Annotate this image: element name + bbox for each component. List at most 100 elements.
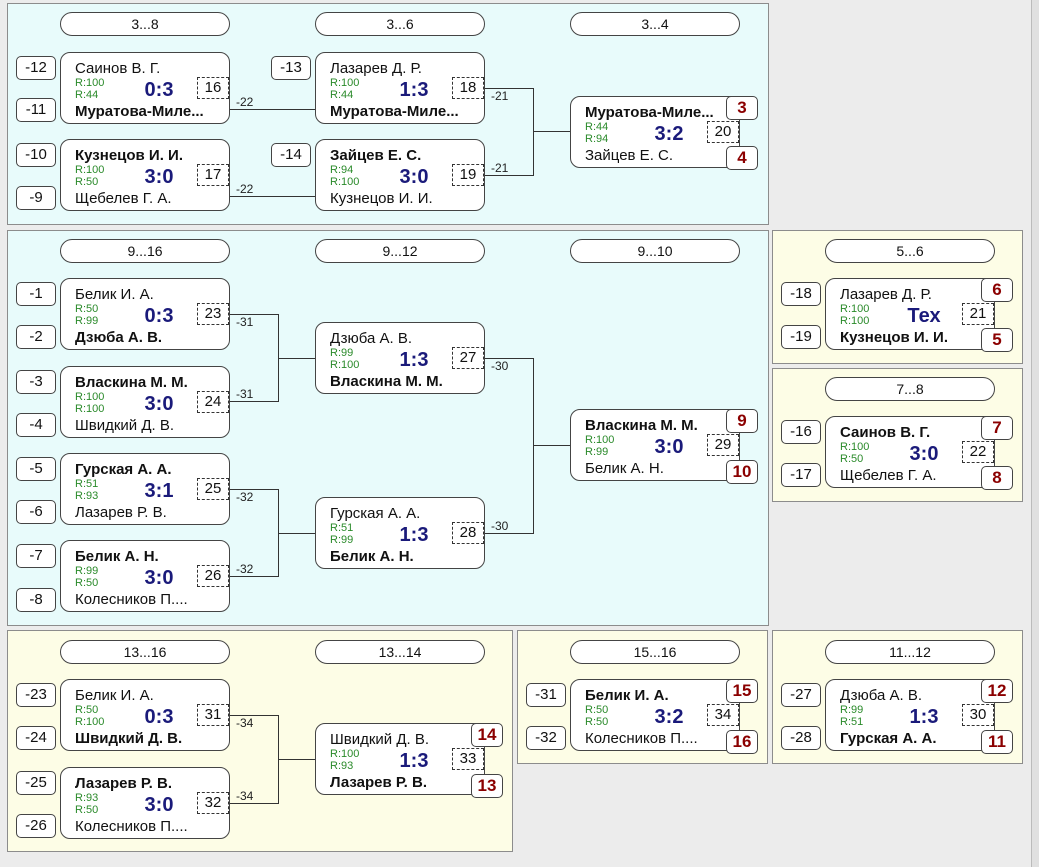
rating-1: R:94 xyxy=(330,164,354,176)
match-number: 25 xyxy=(197,478,229,500)
place-badge: 7 xyxy=(981,416,1013,440)
match-card[interactable]: Дзюба А. В. R:99 R:51 1:3 30 Гурская А. … xyxy=(825,679,995,751)
rating-2: R:44 xyxy=(75,89,99,101)
player-2: Швидкий Д. В. xyxy=(75,730,183,747)
player-1: Саинов В. Г. xyxy=(75,60,161,77)
seed-ref[interactable]: -25 xyxy=(16,771,56,795)
player-2: Колесников П.... xyxy=(75,591,188,608)
rating-1: R:100 xyxy=(75,164,105,176)
place-badge: 12 xyxy=(981,679,1013,703)
match-card[interactable]: Саинов В. Г. R:100 R:44 0:3 16 Муратова-… xyxy=(60,52,230,124)
seed-ref[interactable]: -12 xyxy=(16,56,56,80)
bracket-line xyxy=(230,803,278,804)
match-card[interactable]: Власкина М. М. R:100 R:100 3:0 24 Швидки… xyxy=(60,366,230,438)
match-card[interactable]: Лазарев Д. Р. R:100 R:100 Тех 21 Кузнецо… xyxy=(825,278,995,350)
match-number: 24 xyxy=(197,391,229,413)
score: 3:0 xyxy=(144,794,174,816)
score: 1:3 xyxy=(909,706,939,728)
player-2: Щебелев Г. А. xyxy=(840,467,937,484)
link-label: -34 xyxy=(236,716,254,730)
rating-1: R:100 xyxy=(75,391,105,403)
score: 3:1 xyxy=(144,480,174,502)
header-13-16[interactable]: 13...16 xyxy=(60,640,230,664)
match-card[interactable]: Гурская А. А. R:51 R:99 1:3 28 Белик А. … xyxy=(315,497,485,569)
player-1: Белик И. А. xyxy=(585,687,669,704)
header-5-6[interactable]: 5...6 xyxy=(825,239,995,263)
seed-ref[interactable]: -6 xyxy=(16,500,56,524)
seed-ref[interactable]: -32 xyxy=(526,726,566,750)
match-card[interactable]: Кузнецов И. И. R:100 R:50 3:0 17 Щебелев… xyxy=(60,139,230,211)
match-card[interactable]: Белик И. А. R:50 R:50 3:2 34 Колесников … xyxy=(570,679,740,751)
rating-1: R:100 xyxy=(840,441,870,453)
seed-ref[interactable]: -8 xyxy=(16,588,56,612)
seed-ref[interactable]: -24 xyxy=(16,726,56,750)
seed-ref[interactable]: -26 xyxy=(16,814,56,838)
score: 1:3 xyxy=(399,79,429,101)
seed-ref[interactable]: -31 xyxy=(526,683,566,707)
seed-ref[interactable]: -28 xyxy=(781,726,821,750)
match-number: 27 xyxy=(452,347,484,369)
match-card[interactable]: Зайцев Е. С. R:94 R:100 3:0 19 Кузнецов … xyxy=(315,139,485,211)
seed-ref[interactable]: -11 xyxy=(16,98,56,122)
header-3-4[interactable]: 3...4 xyxy=(570,12,740,36)
seed-ref[interactable]: -4 xyxy=(16,413,56,437)
seed-ref[interactable]: -3 xyxy=(16,370,56,394)
header-9-16[interactable]: 9...16 xyxy=(60,239,230,263)
header-9-12[interactable]: 9...12 xyxy=(315,239,485,263)
header-3-6[interactable]: 3...6 xyxy=(315,12,485,36)
header-3-8[interactable]: 3...8 xyxy=(60,12,230,36)
player-2: Зайцев Е. С. xyxy=(585,147,674,164)
place-badge: 15 xyxy=(726,679,758,703)
match-card[interactable]: Лазарев Р. В. R:93 R:50 3:0 32 Колеснико… xyxy=(60,767,230,839)
player-1: Лазарев Д. Р. xyxy=(330,60,422,77)
match-number: 21 xyxy=(962,303,994,325)
rating-1: R:50 xyxy=(75,704,99,716)
header-13-14[interactable]: 13...14 xyxy=(315,640,485,664)
match-card[interactable]: Гурская А. А. R:51 R:93 3:1 25 Лазарев Р… xyxy=(60,453,230,525)
place-badge: 4 xyxy=(726,146,758,170)
bracket-line xyxy=(485,88,533,89)
seed-ref[interactable]: -27 xyxy=(781,683,821,707)
player-1: Саинов В. Г. xyxy=(840,424,931,441)
match-card[interactable]: Белик А. Н. R:99 R:50 3:0 26 Колесников … xyxy=(60,540,230,612)
match-card[interactable]: Лазарев Д. Р. R:100 R:44 1:3 18 Муратова… xyxy=(315,52,485,124)
rating-1: R:100 xyxy=(330,748,360,760)
seed-ref[interactable]: -5 xyxy=(16,457,56,481)
seed-ref[interactable]: -10 xyxy=(16,143,56,167)
match-card[interactable]: Власкина М. М. R:100 R:99 3:0 29 Белик А… xyxy=(570,409,740,481)
seed-ref[interactable]: -19 xyxy=(781,325,821,349)
vertical-scrollbar[interactable] xyxy=(1031,0,1039,867)
link-label: -32 xyxy=(236,562,254,576)
player-1: Кузнецов И. И. xyxy=(75,147,183,164)
bracket-line xyxy=(278,759,315,760)
player-2: Колесников П.... xyxy=(75,818,188,835)
match-card[interactable]: Белик И. А. R:50 R:99 0:3 23 Дзюба А. В. xyxy=(60,278,230,350)
header-11-12[interactable]: 11...12 xyxy=(825,640,995,664)
seed-ref[interactable]: -2 xyxy=(16,325,56,349)
seed-ref[interactable]: -1 xyxy=(16,282,56,306)
rating-2: R:50 xyxy=(585,716,609,728)
place-badge: 10 xyxy=(726,460,758,484)
header-7-8[interactable]: 7...8 xyxy=(825,377,995,401)
match-card[interactable]: Белик И. А. R:50 R:100 0:3 31 Швидкий Д.… xyxy=(60,679,230,751)
seed-ref[interactable]: -13 xyxy=(271,56,311,80)
player-1: Гурская А. А. xyxy=(330,505,421,522)
seed-ref[interactable]: -14 xyxy=(271,143,311,167)
seed-ref[interactable]: -18 xyxy=(781,282,821,306)
match-card[interactable]: Саинов В. Г. R:100 R:50 3:0 22 Щебелев Г… xyxy=(825,416,995,488)
match-card[interactable]: Швидкий Д. В. R:100 R:93 1:3 33 Лазарев … xyxy=(315,723,485,795)
link-label: -34 xyxy=(236,789,254,803)
header-9-10[interactable]: 9...10 xyxy=(570,239,740,263)
header-15-16[interactable]: 15...16 xyxy=(570,640,740,664)
player-2: Лазарев Р. В. xyxy=(330,774,428,791)
seed-ref[interactable]: -17 xyxy=(781,463,821,487)
match-card[interactable]: Муратова-Миле... R:44 R:94 3:2 20 Зайцев… xyxy=(570,96,740,168)
match-number: 34 xyxy=(707,704,739,726)
seed-ref[interactable]: -9 xyxy=(16,186,56,210)
place-badge: 13 xyxy=(471,774,503,798)
seed-ref[interactable]: -7 xyxy=(16,544,56,568)
bracket-line xyxy=(485,175,533,176)
seed-ref[interactable]: -23 xyxy=(16,683,56,707)
seed-ref[interactable]: -16 xyxy=(781,420,821,444)
match-card[interactable]: Дзюба А. В. R:99 R:100 1:3 27 Власкина М… xyxy=(315,322,485,394)
